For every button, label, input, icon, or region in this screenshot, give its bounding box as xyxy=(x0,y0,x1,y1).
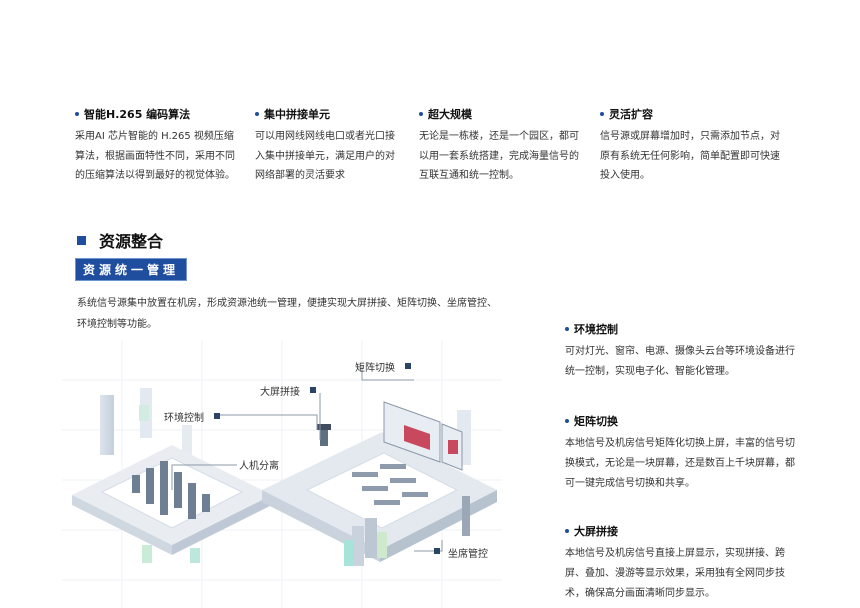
bullet-icon xyxy=(565,529,569,533)
section-intro: 系统信号源集中放置在机房，形成资源池统一管理，便捷实现大屏拼接、矩阵切换、坐席管… xyxy=(77,298,497,330)
feature-title-text: 灵活扩容 xyxy=(609,108,653,121)
callout-marker xyxy=(214,413,220,419)
side-item-title: 矩阵切换 xyxy=(565,414,795,428)
feature-title: 灵活扩容 xyxy=(600,107,782,121)
callout-separation: 人机分离 xyxy=(239,461,279,472)
feature-desc: 无论是一栋楼，还是一个园区，都可以用一套系统搭建，完成海量信号的互联互通和统一控… xyxy=(419,131,579,181)
feature-title-text: 智能H.265 编码算法 xyxy=(84,108,191,121)
side-item-env-control: 环境控制 可对灯光、窗帘、电源、摄像头云台等环境设备进行统一控制，实现电子化、智… xyxy=(565,322,795,382)
side-item-title-text: 大屏拼接 xyxy=(574,525,618,538)
feature-title: 集中拼接单元 xyxy=(255,107,397,121)
bullet-icon xyxy=(600,112,604,116)
section-heading-text: 资源整合 xyxy=(99,232,164,251)
feature-title-text: 集中拼接单元 xyxy=(264,108,330,121)
bullet-icon xyxy=(75,112,79,116)
video-wall xyxy=(383,401,463,471)
side-item-title-text: 环境控制 xyxy=(574,323,618,336)
control-room-platform xyxy=(262,401,497,566)
feature-large-scale: 超大规模 无论是一栋楼，还是一个园区，都可以用一套系统搭建，完成海量信号的互联互… xyxy=(419,107,579,186)
bullet-icon xyxy=(419,112,423,116)
feature-title: 超大规模 xyxy=(419,107,579,121)
side-item-matrix-switch: 矩阵切换 本地信号及机房信号矩阵化切换上屏，丰富的信号切换模式，无论是一块屏幕，… xyxy=(565,414,795,494)
side-item-title-text: 矩阵切换 xyxy=(574,415,618,428)
isometric-diagram xyxy=(62,340,502,608)
feature-h265: 智能H.265 编码算法 采用AI 芯片智能的 H.265 视频压缩算法，根据画… xyxy=(75,107,237,186)
side-item-desc: 本地信号及机房信号矩阵化切换上屏，丰富的信号切换模式，无论是一块屏幕，还是数百上… xyxy=(565,438,795,489)
side-item-desc: 可对灯光、窗帘、电源、摄像头云台等环境设备进行统一控制，实现电子化、智能化管理。 xyxy=(565,346,795,377)
side-item-desc: 本地信号及机房信号直接上屏显示，实现拼接、跨屏、叠加、漫游等显示效果，采用独有全… xyxy=(565,548,785,599)
feature-desc: 采用AI 芯片智能的 H.265 视频压缩算法，根据画面特性不同，采用不同的压缩… xyxy=(75,131,235,181)
callout-big-screen: 大屏拼接 xyxy=(260,387,300,398)
feature-splicing-unit: 集中拼接单元 可以用网线网线电口或者光口接入集中拼接单元，满足用户的对网络部署的… xyxy=(255,107,397,186)
side-item-title: 大屏拼接 xyxy=(565,524,795,538)
feature-desc: 信号源或屏幕增加时，只需添加节点，对原有系统无任何影响，简单配置即可快速投入使用… xyxy=(600,131,780,181)
server-room-platform xyxy=(72,445,272,555)
feature-desc: 可以用网线网线电口或者光口接入集中拼接单元，满足用户的对网络部署的灵活要求 xyxy=(255,131,395,181)
feature-title-text: 超大规模 xyxy=(428,108,472,121)
side-item-title: 环境控制 xyxy=(565,322,795,336)
side-item-big-screen: 大屏拼接 本地信号及机房信号直接上屏显示，实现拼接、跨屏、叠加、漫游等显示效果，… xyxy=(565,524,795,604)
section-heading: 资源整合 xyxy=(77,228,163,252)
callout-marker xyxy=(310,387,316,393)
callout-marker xyxy=(434,548,440,554)
bullet-icon xyxy=(565,327,569,331)
callout-matrix-switch: 矩阵切换 xyxy=(355,363,395,374)
callout-marker xyxy=(405,363,411,369)
feature-expansion: 灵活扩容 信号源或屏幕增加时，只需添加节点，对原有系统无任何影响，简单配置即可快… xyxy=(600,107,782,186)
section-tag: 资源统一管理 xyxy=(75,258,187,281)
bullet-icon xyxy=(255,112,259,116)
resource-illustration: 矩阵切换 大屏拼接 环境控制 人机分离 坐席管控 xyxy=(62,340,502,608)
heading-square-icon xyxy=(77,235,86,245)
callout-env-control: 环境控制 xyxy=(164,413,204,424)
feature-title: 智能H.265 编码算法 xyxy=(75,107,237,121)
callout-seat-control: 坐席管控 xyxy=(448,549,488,560)
bullet-icon xyxy=(565,419,569,423)
